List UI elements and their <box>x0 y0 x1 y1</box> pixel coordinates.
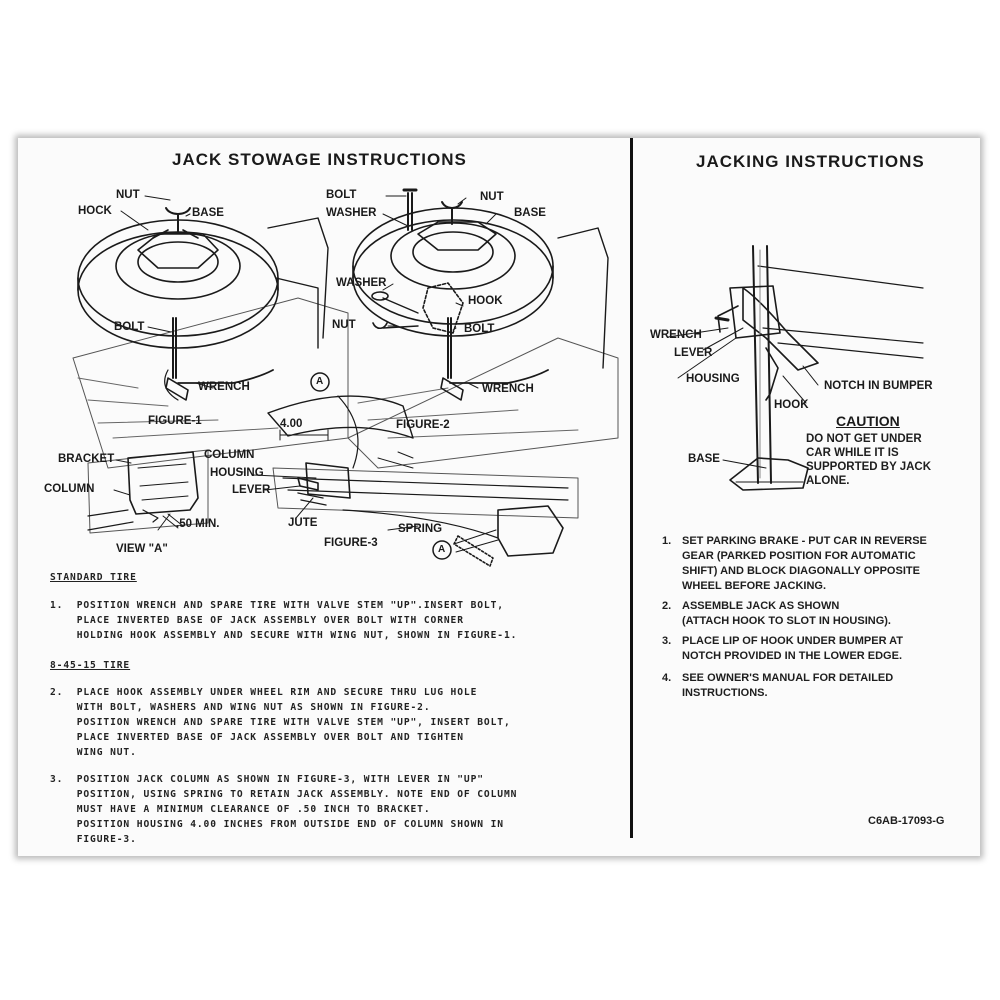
section-8-45-15-tire-heading: 8-45-15 TIRE <box>50 660 131 671</box>
fig3-label-housing: HOUSING <box>210 467 264 479</box>
fig2-label-bolt-lower: BOLT <box>464 323 495 335</box>
part-number: C6AB-17093-G <box>868 815 945 827</box>
fig3-label-lever: LEVER <box>232 484 271 496</box>
fig1-label-hook: HOCK <box>78 205 112 217</box>
figure-1-illustration <box>72 207 349 469</box>
fig2-label-bolt: BOLT <box>326 189 357 201</box>
jack-label-housing: HOUSING <box>686 373 740 385</box>
bumper-jack-illustration <box>667 245 924 491</box>
fig3-marker-a: A <box>438 544 446 555</box>
view-a-label-column: COLUMN <box>44 483 95 495</box>
instruction-decal: JACK STOWAGE INSTRUCTIONS NUT HOCK BASE … <box>18 138 980 856</box>
figure-3-caption: FIGURE-3 <box>324 537 378 549</box>
fig2-label-washer-top: WASHER <box>326 207 377 219</box>
section-standard-tire-heading: STANDARD TIRE <box>50 572 137 583</box>
jack-stowage-title: JACK STOWAGE INSTRUCTIONS <box>172 150 467 169</box>
fig3-label-spring: SPRING <box>398 523 443 535</box>
jacking-step-1: 1. SET PARKING BRAKE - PUT CAR IN REVERS… <box>662 535 927 592</box>
fig3-label-dim: 4.00 <box>280 418 303 430</box>
fig2-label-nut: NUT <box>332 319 356 331</box>
view-a-illustration <box>87 449 209 534</box>
fig2-marker-a: A <box>316 376 324 387</box>
fig2-label-washer: WASHER <box>336 277 387 289</box>
step-2-text: 2. PLACE HOOK ASSEMBLY UNDER WHEEL RIM A… <box>50 687 511 758</box>
column-divider <box>630 138 633 838</box>
step-3-text: 3. POSITION JACK COLUMN AS SHOWN IN FIGU… <box>50 774 518 845</box>
jack-label-base: BASE <box>688 453 720 465</box>
jack-label-notch: NOTCH IN BUMPER <box>824 380 933 392</box>
figure-2-caption: FIGURE-2 <box>396 419 450 431</box>
fig1-label-bolt: BOLT <box>114 321 145 333</box>
fig1-label-wrench: WRENCH <box>198 381 250 393</box>
jack-label-lever: LEVER <box>674 347 713 359</box>
leader-lines <box>113 195 497 531</box>
line-art <box>72 188 924 567</box>
figure-2-illustration <box>310 188 619 469</box>
jacking-step-4: 4. SEE OWNER'S MANUAL FOR DETAILED INSTR… <box>662 672 894 699</box>
fig2-label-hook: HOOK <box>468 295 503 307</box>
jacking-instructions-title: JACKING INSTRUCTIONS <box>696 152 925 171</box>
fig1-label-base: BASE <box>192 207 224 219</box>
figure-3-illustration <box>267 395 579 567</box>
jack-label-wrench: WRENCH <box>650 329 702 341</box>
fig1-label-nut: NUT <box>116 189 140 201</box>
jacking-step-3: 3. PLACE LIP OF HOOK UNDER BUMPER AT NOT… <box>662 635 904 662</box>
fig3-label-jute: JUTE <box>288 517 318 529</box>
fig2-label-base: BASE <box>514 207 546 219</box>
fig2-label-nut-top: NUT <box>480 191 504 203</box>
view-a-label-bracket: BRACKET <box>58 453 115 465</box>
view-a-label-min: .50 MIN. <box>176 518 220 530</box>
jack-label-hook: HOOK <box>774 399 809 411</box>
fig3-label-column: COLUMN <box>204 449 255 461</box>
caution-text: DO NOT GET UNDER CAR WHILE IT IS SUPPORT… <box>806 433 932 487</box>
caution-title: CAUTION <box>836 413 900 429</box>
view-a-caption: VIEW "A" <box>116 543 168 555</box>
jacking-step-2: 2. ASSEMBLE JACK AS SHOWN (ATTACH HOOK T… <box>662 600 891 627</box>
step-1-text: 1. POSITION WRENCH AND SPARE TIRE WITH V… <box>50 600 518 641</box>
figure-1-caption: FIGURE-1 <box>148 415 202 427</box>
fig2-label-wrench: WRENCH <box>482 383 534 395</box>
